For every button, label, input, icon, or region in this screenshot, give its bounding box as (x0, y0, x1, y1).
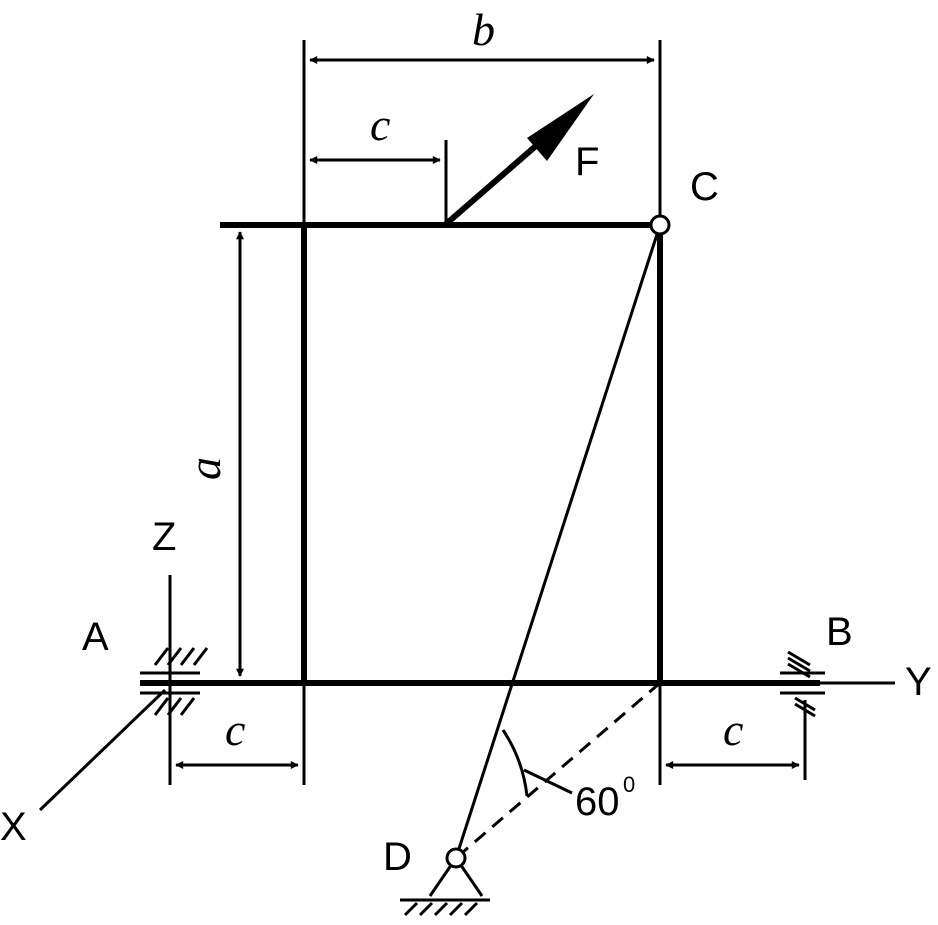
label-angle: 60 (575, 780, 620, 824)
label-c-left: c (225, 704, 245, 755)
label-c-right: c (723, 704, 743, 755)
dimension-c-left (175, 683, 306, 785)
angle-leader (523, 768, 573, 795)
force-f-arrow (444, 94, 594, 227)
angle-arc-60 (501, 729, 529, 797)
label-a-point: A (82, 615, 109, 659)
label-b-point: B (826, 610, 853, 654)
frame (140, 222, 820, 686)
pin-support-d (400, 857, 490, 917)
label-b: b (472, 4, 495, 55)
label-degree: 0 (623, 772, 635, 797)
dimension-c-top (309, 140, 448, 225)
label-z: Z (152, 515, 176, 559)
label-f: F (575, 140, 599, 184)
strut-projection-dashed (455, 681, 661, 860)
coordinate-axes (38, 575, 895, 812)
strut-line (454, 224, 662, 859)
hinge-c (649, 214, 671, 236)
hinge-d (445, 847, 467, 869)
x-axis-line (38, 688, 167, 812)
label-c-point: C (690, 165, 719, 209)
label-c-top: c (370, 99, 390, 150)
dimension-c-right (658, 683, 807, 785)
label-a: a (179, 457, 230, 480)
strut-cd (454, 224, 662, 860)
label-x: X (0, 805, 27, 849)
bearing-a (140, 647, 209, 716)
label-d-point: D (383, 835, 412, 879)
label-y: Y (905, 660, 932, 704)
dimension-b (302, 40, 662, 225)
